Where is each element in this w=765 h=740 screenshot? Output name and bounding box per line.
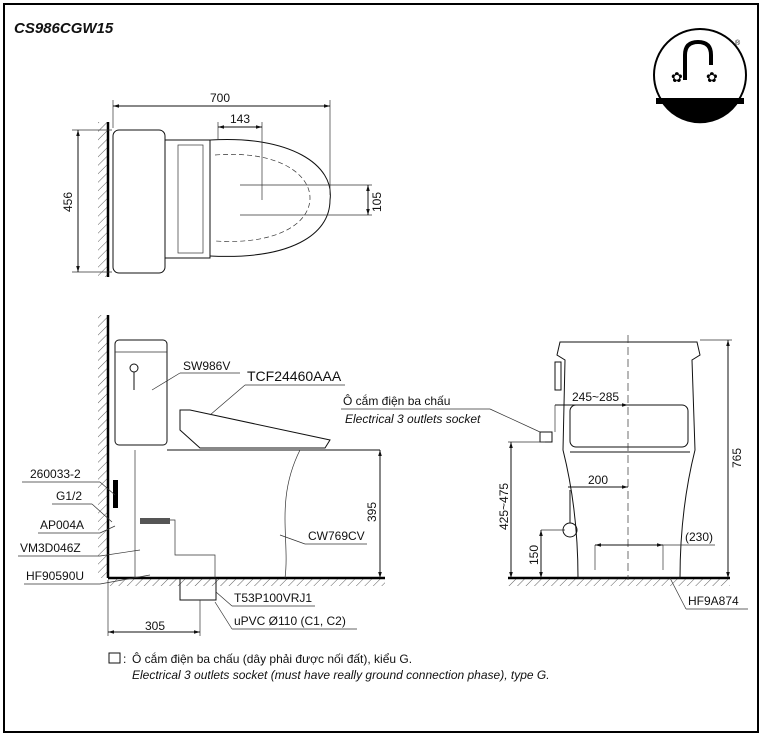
top-view: 700 143 105 456 bbox=[61, 91, 384, 277]
legend-line-en: Electrical 3 outlets socket (must have r… bbox=[132, 668, 550, 682]
front-view: 765 425~475 150 200 245~285 (230) Ô cắm … bbox=[341, 335, 748, 610]
label-thread: G1/2 bbox=[56, 489, 82, 503]
socket-icon bbox=[108, 652, 121, 664]
socket-label-en: Electrical 3 outlets socket bbox=[345, 412, 481, 426]
label-tank: SW986V bbox=[183, 359, 230, 373]
label-hose: 260033-2 bbox=[30, 467, 81, 481]
socket-icon bbox=[539, 431, 553, 443]
dim-total-height: 765 bbox=[730, 448, 744, 468]
registered-mark: ® bbox=[735, 39, 741, 47]
label-valve: AP004A bbox=[40, 518, 84, 532]
label-bolt: HF9A874 bbox=[688, 594, 739, 608]
dim-length: 700 bbox=[210, 91, 230, 105]
dim-rough-in: 305 bbox=[145, 619, 165, 633]
dim-offset-small: 105 bbox=[370, 192, 384, 212]
svg-text:✿: ✿ bbox=[671, 69, 683, 85]
dim-socket-offset: 245~285 bbox=[572, 390, 619, 404]
dim-height: 395 bbox=[365, 502, 379, 522]
legend-line-vi: Ô cắm điện ba chấu (dây phải được nối đấ… bbox=[132, 651, 412, 666]
label-pipe: uPVC Ø110 (C1, C2) bbox=[234, 614, 346, 628]
dim-socket-height: 425~475 bbox=[497, 483, 511, 530]
faucet-stars-logo-icon: ✿ ✿ ® bbox=[653, 28, 747, 124]
dim-supply-height: 150 bbox=[527, 545, 541, 565]
dim-width: 456 bbox=[61, 192, 75, 212]
socket-label-vi: Ô cắm điện ba chấu bbox=[343, 393, 450, 408]
legend: : Ô cắm điện ba chấu (dây phải được nối … bbox=[108, 651, 550, 682]
label-connector: VM3D046Z bbox=[20, 541, 81, 555]
svg-text:✿: ✿ bbox=[706, 69, 718, 85]
label-drain: T53P100VRJ1 bbox=[234, 591, 312, 605]
label-bowl: CW769CV bbox=[308, 529, 365, 543]
frame-border bbox=[3, 3, 759, 733]
dim-supply-offset: 200 bbox=[588, 473, 608, 487]
legend-separator: : bbox=[123, 652, 126, 666]
model-title: CS986CGW15 bbox=[14, 20, 114, 37]
dim-bolt-spacing: (230) bbox=[685, 530, 713, 544]
dim-seat-offset: 143 bbox=[230, 112, 250, 126]
side-view: 395 305 SW986V TCF24460AAA 260033-2 G1/2… bbox=[18, 315, 385, 636]
label-seat: TCF24460AAA bbox=[247, 368, 342, 384]
label-floor-fitting: HF90590U bbox=[26, 569, 84, 583]
